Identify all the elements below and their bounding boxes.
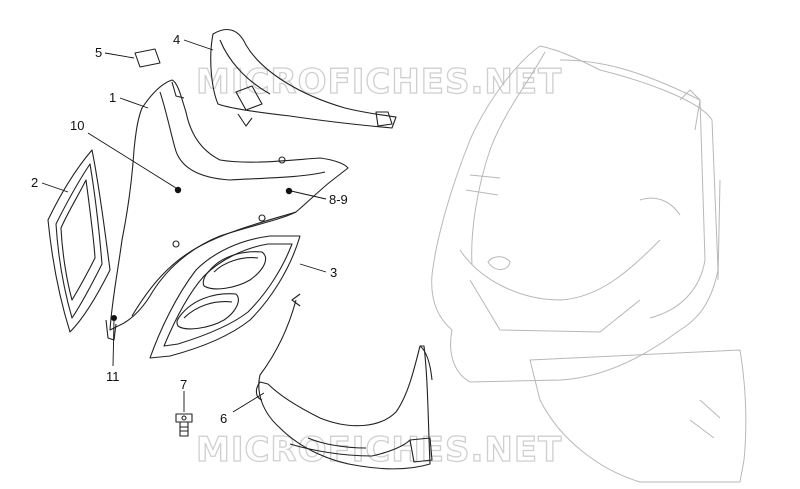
part-screw [175, 413, 193, 437]
callout-11: 11 [106, 369, 120, 384]
callout-8-9: 8-9 [329, 192, 348, 207]
callout-10: 10 [70, 118, 84, 133]
callout-5: 5 [95, 45, 102, 60]
part-central-shield [105, 79, 349, 341]
part-sticker [134, 48, 161, 68]
leader-lines [41, 39, 327, 413]
fastener-8-9-dot [285, 187, 293, 195]
callout-labels: 5 4 1 10 2 8-9 3 11 7 6 [31, 32, 348, 426]
part-upper-cover [210, 29, 397, 129]
fastener-11-dot [111, 315, 117, 321]
fastener-10-dot [174, 186, 182, 194]
callout-6: 6 [220, 411, 227, 426]
watermark-bottom: MICROFICHES.NET [196, 430, 562, 470]
callout-3: 3 [330, 265, 337, 280]
callout-4: 4 [173, 32, 180, 47]
part-lower-cover [255, 293, 433, 470]
part-right-grille [149, 235, 301, 359]
part-left-grille-frame [47, 149, 111, 333]
callout-1: 1 [109, 90, 116, 105]
callout-7: 7 [180, 377, 187, 392]
callout-2: 2 [31, 175, 38, 190]
watermark-top: MICROFICHES.NET [196, 62, 562, 102]
assembled-front-shield-outline [431, 45, 747, 483]
